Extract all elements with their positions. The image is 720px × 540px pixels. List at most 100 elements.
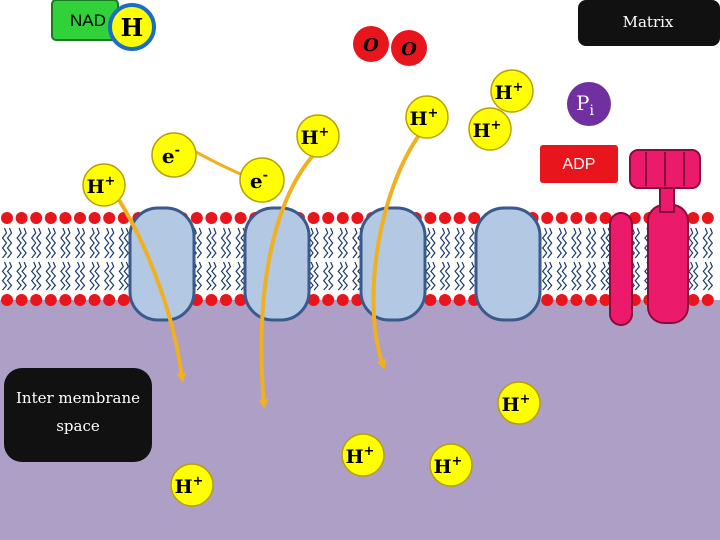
lipid-tail: [79, 261, 86, 291]
lipid-tail: [16, 227, 22, 259]
intermembrane-label-box: [4, 368, 152, 462]
phosphate-label-sub: i: [589, 103, 594, 119]
proton: H+: [468, 107, 512, 151]
lipid-tail: [196, 261, 203, 291]
phospholipid-head: [424, 212, 437, 224]
oxygen-label-1: O: [363, 35, 379, 56]
protein-complex-2: [243, 206, 311, 322]
phospholipid-head: [439, 294, 451, 306]
proton-label-sup: +: [452, 454, 463, 469]
proton-label: H+: [87, 174, 116, 198]
lipid-tail: [468, 261, 475, 291]
proton-arrow-3: [371, 123, 429, 370]
phospholipid-head: [585, 212, 597, 224]
atp-synthase-stalk: [609, 212, 633, 326]
lipid-tail: [220, 227, 227, 259]
electron-label-sup: -: [263, 168, 268, 183]
lipid-tail: [687, 261, 694, 291]
proton-label-base: H: [301, 127, 319, 149]
lipid-tail: [103, 227, 110, 259]
proton-arrows: [117, 123, 429, 409]
lipid-tail: [561, 227, 568, 259]
lipid-tail: [459, 227, 465, 259]
lipid-tail: [211, 227, 217, 259]
lipid-tail: [444, 227, 451, 259]
lipid-tail: [35, 227, 42, 259]
lipid-tail: [1, 261, 8, 291]
phospholipid-head: [307, 294, 320, 306]
adp-box: [540, 145, 618, 183]
electron-circle: [151, 132, 197, 178]
proton-label-sup: +: [428, 106, 439, 121]
lipid-tail: [571, 227, 577, 259]
electron-2: e-: [239, 157, 285, 203]
lipid-tail: [454, 261, 460, 291]
lipid-tail: [65, 261, 71, 291]
lipid-tail: [439, 227, 446, 259]
phospholipid-head: [220, 294, 232, 306]
phospholipid-head: [555, 294, 568, 306]
lipid-tail: [561, 261, 568, 291]
phospholipid-head: [424, 294, 437, 306]
phospholipid-head: [570, 294, 583, 306]
atp-synthase: [609, 149, 701, 326]
phospholipid-head: [74, 294, 86, 306]
lipid-tail: [556, 261, 563, 291]
lipid-tail: [220, 261, 227, 291]
proton-label: H+: [434, 454, 463, 478]
phospholipid-head: [585, 294, 597, 306]
oxygen-atom-1: [353, 26, 389, 62]
proton-label-base: H: [473, 120, 491, 142]
lipid-tail: [79, 227, 86, 259]
lipid-tail: [60, 261, 66, 291]
protein-complex-1: [128, 206, 196, 322]
lipid-tail: [707, 261, 714, 291]
lipid-tail: [634, 227, 641, 259]
proton-arrow-1: [117, 198, 187, 383]
protein-complexes: [128, 206, 542, 322]
lipid-tail: [585, 227, 592, 259]
oxygen-label-2: O: [401, 39, 417, 60]
proton-label: H+: [175, 474, 204, 498]
protein-complex-4: [474, 206, 542, 322]
phospholipid-head: [439, 212, 451, 224]
lipid-tail: [74, 227, 81, 259]
proton-label-sup: +: [319, 125, 330, 140]
proton-label-sup: +: [520, 392, 531, 407]
lipid-tail: [94, 227, 100, 259]
lipid-tail: [692, 227, 699, 259]
lipid-tail: [702, 261, 709, 291]
phospholipid-head: [234, 294, 247, 306]
lipid-tail: [6, 227, 13, 259]
lipid-tail: [235, 261, 241, 291]
proton-label: H+: [301, 125, 330, 149]
lipid-tail: [600, 227, 606, 259]
lipid-tail: [123, 227, 130, 259]
phospholipid-head: [322, 212, 335, 224]
lipid-tail: [60, 227, 66, 259]
lipid-tail: [634, 261, 641, 291]
proton-label-base: H: [346, 446, 364, 468]
lipid-tail: [352, 261, 358, 291]
lipid-tail: [425, 227, 431, 259]
proton-label: H+: [346, 444, 375, 468]
phospholipid-head: [103, 294, 116, 306]
lipid-tail: [546, 261, 553, 291]
lipid-tail: [30, 227, 37, 259]
electron-label-base: e: [250, 169, 263, 193]
matrix-label: Matrix: [623, 13, 674, 31]
adp-label: ADP: [563, 156, 596, 173]
lipid-tail: [313, 227, 319, 259]
phospholipid-head: [555, 212, 568, 224]
phospholipid-head: [599, 294, 612, 306]
electron-1: e-: [151, 132, 197, 178]
proton-label-sup: +: [513, 80, 524, 95]
lipid-tail: [692, 261, 699, 291]
lipid-tail: [576, 261, 582, 291]
phospholipid-head: [15, 212, 28, 224]
proton-label: H+: [502, 392, 531, 416]
phospholipid-head: [701, 212, 714, 224]
lipid-tail: [337, 261, 344, 291]
lipid-tail: [707, 227, 714, 259]
